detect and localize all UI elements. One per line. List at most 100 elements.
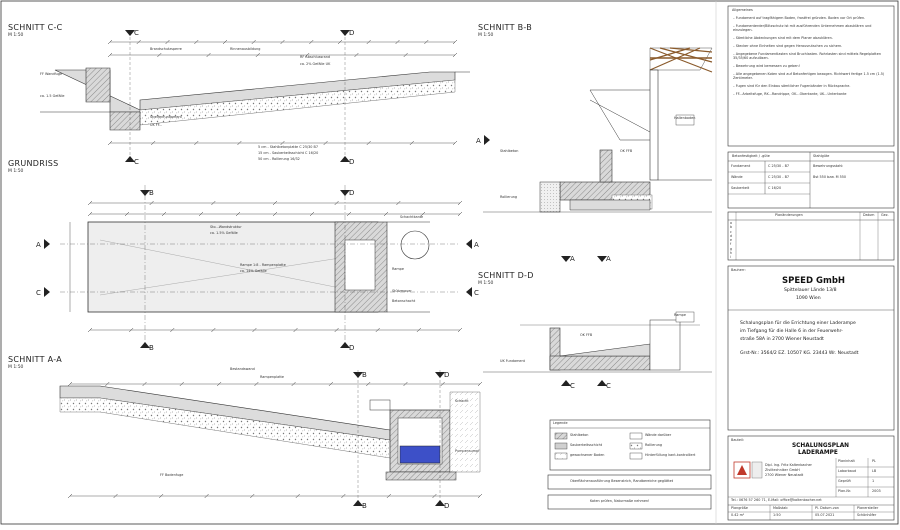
legend-swatch-4 (629, 432, 643, 440)
legend-surface-note: Oberflächenausführung Besenstrich, Randb… (570, 479, 674, 483)
footer-value: 0.42 m² (731, 513, 745, 517)
section-marker-letter: B (362, 371, 367, 379)
note-item: – Stecker ohne Einheiten sind gegen Hera… (733, 43, 843, 48)
dimension-tick (346, 211, 352, 217)
dimension-tick (87, 327, 93, 333)
section-marker-letter: D (444, 502, 449, 510)
a-note: Bestandswand (230, 367, 255, 371)
section-marker-letter: A (606, 255, 611, 263)
c-note: FF Wandfuge (40, 72, 63, 76)
revisions-col-date: Datum (863, 213, 875, 217)
client-label: Bauherr: (731, 268, 746, 272)
section-marker-arrow (125, 30, 135, 36)
materials-header-left: Betonfestigkeit / -güte (732, 154, 770, 158)
footer-label: Plangröße (731, 506, 748, 510)
d-note: UK Fundament (500, 359, 525, 363)
section-marker-letter: D (349, 344, 354, 352)
dimension-tick (280, 39, 285, 45)
section-marker-letter: C (474, 289, 479, 297)
material-value: C 16/20 (768, 186, 782, 190)
section-d-d-drawing (483, 311, 712, 373)
c-note: RF Abschlussrand (300, 55, 331, 59)
revisions-col-sign: Gez. (881, 213, 889, 217)
section-c-c-scale: M 1:50 (8, 33, 24, 38)
dimension-tick (161, 211, 167, 217)
dimension-tick (198, 211, 204, 217)
section-marker-letter: A (36, 241, 41, 249)
dimension-tick (194, 140, 199, 146)
meta-value: PL (872, 459, 876, 463)
dimension-tick (216, 381, 222, 387)
section-marker-letter: A (476, 137, 481, 145)
section-marker-letter: C (36, 289, 41, 297)
section-marker-letter: B (362, 502, 367, 510)
legend-label: gewachsener Boden (570, 453, 605, 457)
dimension-tick (237, 140, 242, 146)
section-b-b-scale: M 1:50 (478, 33, 494, 38)
g-note: Betonschacht (392, 299, 416, 303)
dimension-tick (280, 140, 285, 146)
dimension-tick (149, 200, 154, 206)
footer-value: 1:50 (773, 513, 781, 517)
section-marker-letter: D (349, 29, 354, 37)
g-note: Sto...Wandstruktur (210, 225, 242, 229)
dimension-tick (150, 140, 156, 146)
section-marker-arrow (44, 287, 50, 297)
dimension-tick (124, 211, 130, 217)
note-item: – Bewehrung wird bemessen zu geben! (733, 64, 800, 69)
note-item: – FF...Arbeitsfuge, RK...Randrippe, OK..… (733, 92, 847, 97)
section-marker-letter: D (444, 371, 449, 379)
dimension-tick (87, 200, 93, 206)
legend-label: Rollierung (645, 443, 663, 447)
dimension-tick (457, 211, 463, 217)
dimension-tick (251, 39, 256, 45)
dimension-tick (250, 493, 255, 499)
title-block-title-2: LADERAMPE (798, 450, 838, 456)
revision-row-letter: g (730, 246, 733, 251)
section-marker-arrow (125, 156, 135, 162)
dimension-tick (334, 327, 339, 333)
c-layer-note: 50 cm - Rollierung 16/32 (258, 157, 300, 161)
dimension-tick (194, 39, 199, 45)
client-street: Spittelauer Lände 13/8 (784, 288, 837, 293)
a-note: Rampenplatte (260, 375, 284, 379)
section-marker-letter: A (570, 255, 575, 263)
materials-header-right: Stahlgüte (813, 154, 830, 158)
legend-title: Legende (553, 421, 568, 425)
a-note: Pumpensumpf (455, 449, 480, 453)
engineer-logo (733, 461, 763, 479)
client-parcel: Grst-Nr.: 3564/2 EZ. 10507 KG. 23443 Wr.… (740, 351, 859, 356)
dimension-tick (395, 39, 400, 45)
a-note: FF Bodenfuge (160, 473, 184, 477)
section-marker-arrow (340, 342, 350, 348)
note-item: – Fundament auf tragfähigem Boden, frost… (733, 16, 866, 20)
note-item: – Alle angegebenen Koten sind auf Betonf… (733, 71, 885, 81)
legend-label: Sauberkeitsschicht (570, 443, 603, 447)
footer-value: Schönhöfer (857, 513, 877, 517)
legend-swatch-1 (554, 432, 568, 440)
client-city: 1090 Wien (796, 296, 821, 301)
dimension-tick (211, 327, 216, 333)
dimension-tick (295, 493, 300, 499)
dimension-tick (323, 140, 328, 146)
dimension-tick (366, 140, 371, 146)
dimension-ticks (67, 39, 483, 499)
material-label: Wände (731, 175, 743, 179)
dimension-tick (409, 140, 415, 146)
section-a-a-title: SCHNITT A-A (8, 355, 62, 364)
section-marker-arrow (466, 287, 472, 297)
g-note: Rampe (392, 267, 404, 271)
dimension-tick (136, 39, 141, 45)
section-marker-arrow (340, 190, 350, 196)
section-a-a-drawing (59, 370, 481, 505)
engineer-line: Dipl. Ing. Fritz Kaltenbacher (765, 463, 812, 467)
dimension-tick (107, 140, 113, 146)
dimension-tick (416, 327, 422, 333)
dimension-tick (304, 52, 310, 58)
revisions-title: Planänderungen (775, 213, 803, 217)
revision-row-letter: c (730, 229, 732, 234)
legend-label: Stahlbeton (570, 433, 589, 437)
section-marker-letter: C (570, 382, 575, 390)
dimension-tick (386, 493, 392, 499)
